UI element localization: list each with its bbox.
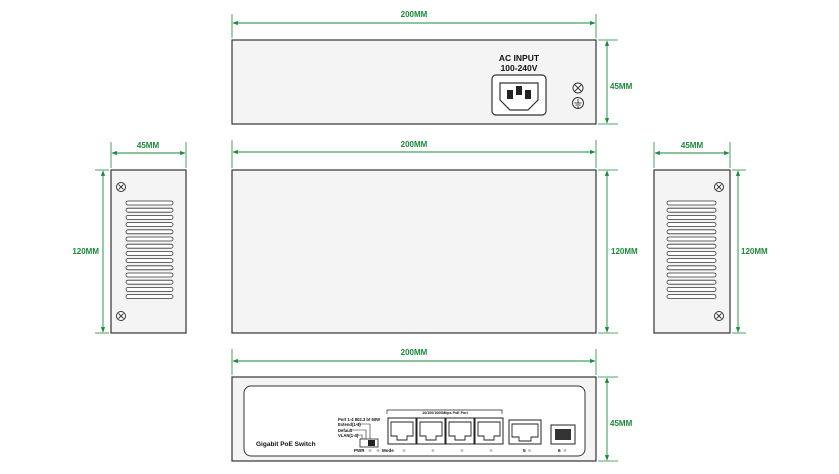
right-depth-label: 120MM (741, 247, 768, 256)
ac-input-title: AC INPUT (499, 53, 540, 63)
vent-slot (125, 265, 174, 271)
right-vent-slots (666, 200, 717, 300)
uplink-ethernet-port-5[interactable] (508, 419, 542, 445)
vent-slot (125, 229, 174, 235)
vent-slot (125, 279, 174, 285)
rear-height-label: 45MM (610, 82, 633, 91)
top-width-dimension: 200MM (231, 140, 597, 168)
front-view: Gigabit PoE Switch Port 1-4 802.3 bt 60W… (231, 348, 633, 462)
mode-switch[interactable] (359, 438, 379, 448)
rear-width-dimension: 200MM (231, 10, 597, 38)
left-width-dimension: 45MM (110, 141, 187, 168)
mode-leader-lines (352, 423, 371, 440)
product-label: Gigabit PoE Switch (256, 441, 316, 448)
top-view: 200MM 120MM (231, 140, 638, 334)
top-depth-label: 120MM (611, 247, 638, 256)
rear-height-dimension: 45MM (598, 39, 633, 125)
vent-slot (125, 250, 174, 256)
vent-slot (125, 286, 174, 292)
ac-input-voltage: 100-240V (501, 63, 538, 73)
vent-slot (666, 272, 717, 278)
poe-ethernet-port[interactable] (474, 417, 504, 445)
top-width-label: 200MM (401, 140, 428, 149)
right-width-dimension: 45MM (653, 141, 731, 168)
vent-slot (666, 214, 717, 220)
pwr-label: PWR (354, 448, 365, 453)
rear-view: AC INPUT 100-240V 200MM (231, 10, 633, 125)
right-bottom-screw-icon (714, 311, 724, 321)
vent-slot (666, 258, 717, 264)
vent-slot (666, 279, 717, 285)
vent-slot (666, 243, 717, 249)
port6-led-icon (563, 449, 567, 452)
mode-label: Mode (382, 448, 394, 453)
vent-slot (666, 207, 717, 213)
right-depth-dimension: 120MM (732, 169, 768, 334)
poe-ethernet-port[interactable] (387, 417, 417, 445)
vent-slot (125, 294, 174, 300)
front-height-dimension: 45MM (598, 376, 633, 462)
vent-slot (125, 243, 174, 249)
poe-group-label: 10/100/1000Mbps PoE Port (422, 411, 468, 415)
ac-socket-icon (491, 74, 547, 116)
vent-slot (666, 200, 717, 206)
top-depth-dimension: 120MM (598, 169, 638, 334)
vent-slot (666, 250, 717, 256)
left-depth-label: 120MM (72, 247, 99, 256)
poe-ports (387, 417, 504, 452)
front-width-dimension: 200MM (231, 348, 597, 375)
mode-line-default: Default (338, 428, 353, 433)
poe-port-group-bracket (386, 409, 503, 414)
poe-port-led-icon (460, 449, 464, 452)
left-width-label: 45MM (137, 141, 160, 150)
vent-slot (125, 236, 174, 242)
vent-slot (125, 214, 174, 220)
mode-led-icon (376, 449, 380, 452)
pwr-led-icon (368, 449, 372, 452)
vent-slot (666, 294, 717, 300)
port5-label: 5 (523, 448, 526, 454)
vent-slot (125, 207, 174, 213)
poe-port-led-icon (402, 449, 406, 452)
left-top-screw-icon (116, 182, 126, 192)
vent-slot (125, 200, 174, 206)
rear-width-label: 200MM (401, 10, 428, 19)
vent-slot (666, 286, 717, 292)
poe-ethernet-port[interactable] (445, 417, 475, 445)
left-depth-dimension: 120MM (72, 169, 109, 334)
sfp-port-6[interactable] (550, 424, 576, 445)
left-vent-slots (125, 200, 174, 300)
port5-led-icon (528, 449, 531, 452)
vent-slot (666, 229, 717, 235)
vent-slot (666, 236, 717, 242)
vent-slot (125, 222, 174, 228)
vent-slot (125, 272, 174, 278)
mode-line-vlan: VLAN(1-4) (338, 433, 359, 438)
screw-icon (572, 82, 584, 94)
poe-port-led-icon (431, 449, 435, 452)
front-height-label: 45MM (610, 419, 633, 428)
vent-slot (666, 222, 717, 228)
vent-slot (666, 265, 717, 271)
left-bottom-screw-icon (116, 311, 126, 321)
right-width-label: 45MM (681, 141, 704, 150)
port6-label: 6 (558, 448, 561, 454)
top-panel-body (231, 169, 597, 334)
right-side-view: 45MM 120MM (653, 141, 768, 334)
ground-icon (572, 97, 584, 109)
poe-port-led-icon (489, 449, 493, 452)
poe-port-label: Port 1-4 802.3 bt 60W (338, 417, 380, 422)
front-width-label: 200MM (401, 348, 428, 357)
left-side-view: 45MM 120MM (72, 141, 187, 334)
poe-ethernet-port[interactable] (416, 417, 446, 445)
mode-line-extend: Extend(1-4) (338, 422, 361, 427)
vent-slot (125, 258, 174, 264)
right-top-screw-icon (714, 182, 724, 192)
